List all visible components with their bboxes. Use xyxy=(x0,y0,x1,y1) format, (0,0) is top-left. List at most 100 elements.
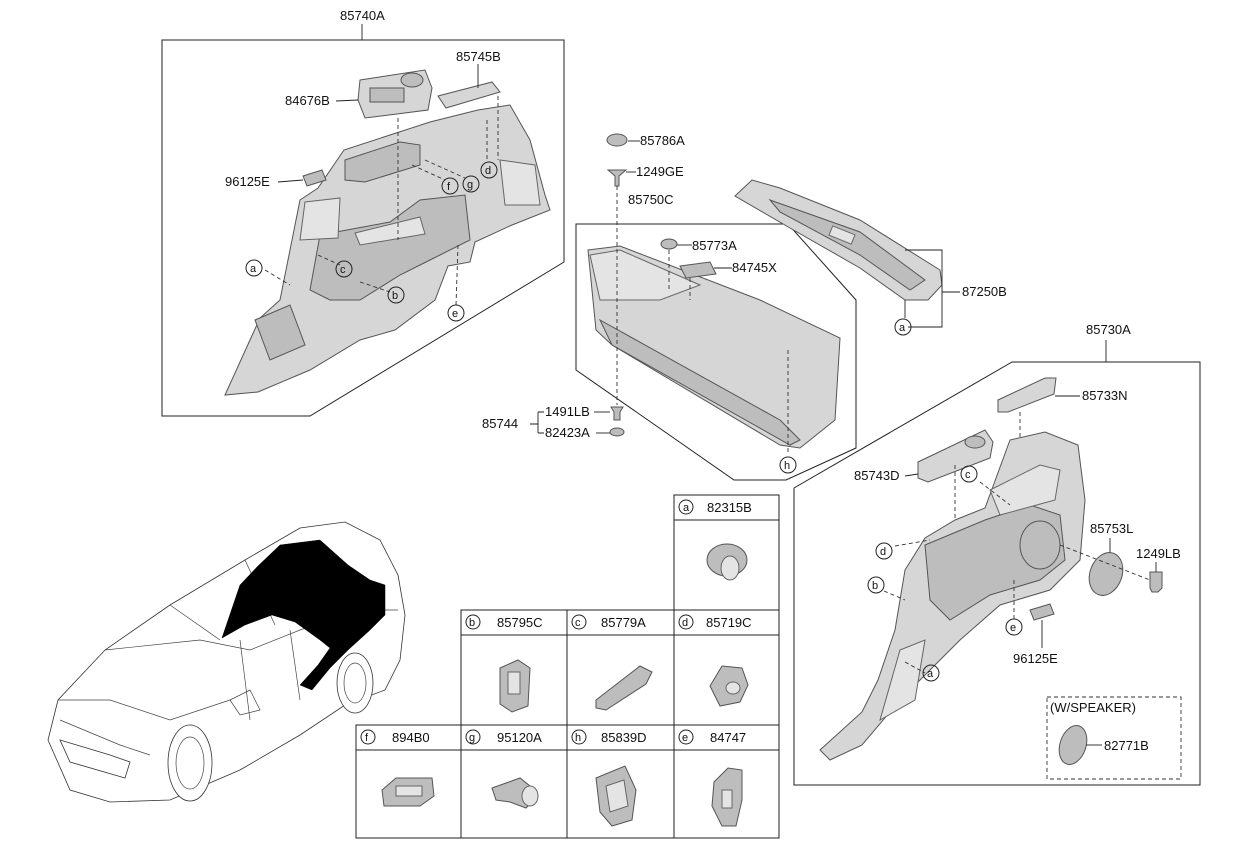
svg-text:a: a xyxy=(899,322,906,334)
table-callout-e: e xyxy=(678,729,694,745)
svg-text:e: e xyxy=(682,732,688,744)
table-callout-h: h xyxy=(571,729,587,745)
label-82423A: 82423A xyxy=(545,425,590,440)
label-84745X: 84745X xyxy=(732,260,777,275)
callout-c-left: c xyxy=(335,260,353,278)
table-callout-g: g xyxy=(465,729,481,745)
callout-f-left: f xyxy=(441,177,459,195)
label-85745B: 85745B xyxy=(456,49,501,64)
callout-e-right: e xyxy=(1005,618,1023,636)
clip-85839D-icon xyxy=(595,765,637,827)
callout-g-left: g xyxy=(462,175,480,193)
svg-text:c: c xyxy=(575,617,581,629)
clip-1249GE xyxy=(606,169,628,187)
socket-95120A-icon xyxy=(491,777,539,809)
group-87250B: 87250B a xyxy=(734,179,1007,336)
table-code-f: 894B0 xyxy=(392,730,430,745)
pad-85745B xyxy=(437,81,501,109)
usb-894B0-icon xyxy=(381,777,435,807)
group-85740A-frame xyxy=(161,39,565,417)
usb-96125E-top xyxy=(302,169,327,187)
label-w-speaker: (W/SPEAKER) xyxy=(1050,700,1136,715)
clip-85779A-icon xyxy=(595,665,653,711)
group-85740A-label: 85740A xyxy=(340,8,385,23)
bolt-1491LB xyxy=(610,406,624,421)
svg-text:c: c xyxy=(965,469,971,481)
svg-text:e: e xyxy=(452,308,458,320)
callout-c-right: c xyxy=(960,465,978,483)
suv-outline-icon xyxy=(47,521,406,803)
table-callout-d: d xyxy=(678,614,694,630)
label-1249LB: 1249LB xyxy=(1136,546,1181,561)
label-87250B: 87250B xyxy=(962,284,1007,299)
label-85744: 85744 xyxy=(482,416,518,431)
callout-b-right: b xyxy=(867,576,885,594)
group-85730A: 85730A 85733N 85743D 85753L 1249LB 96125… xyxy=(793,322,1201,786)
clip-82315B-icon xyxy=(706,543,748,581)
speaker-82771B xyxy=(1058,725,1088,765)
svg-text:d: d xyxy=(485,165,491,177)
svg-text:f: f xyxy=(365,732,369,744)
group-85740A: 85740A 84676B 85745B 96125E xyxy=(161,8,565,417)
cap-85773A xyxy=(660,238,678,250)
clip-85719C-icon xyxy=(709,665,749,707)
svg-text:h: h xyxy=(575,732,581,744)
svg-text:h: h xyxy=(784,460,790,472)
svg-text:e: e xyxy=(1010,622,1016,634)
callout-a-right: a xyxy=(922,664,940,682)
speaker-option-box xyxy=(1046,696,1182,780)
svg-text:a: a xyxy=(927,668,934,680)
callout-a-left: a xyxy=(245,259,263,277)
svg-text:a: a xyxy=(683,502,690,514)
svg-text:f: f xyxy=(447,181,451,193)
label-85733N: 85733N xyxy=(1082,388,1128,403)
table-code-b: 85795C xyxy=(497,615,543,630)
label-85750C: 85750C xyxy=(628,192,674,207)
callout-b-left: b xyxy=(387,286,405,304)
table-callout-c: c xyxy=(571,614,587,630)
label-85773A: 85773A xyxy=(692,238,737,253)
svg-text:g: g xyxy=(467,179,473,191)
cargo-trim-highlight xyxy=(221,539,386,691)
table-code-c: 85779A xyxy=(601,615,646,630)
group-85730A-label: 85730A xyxy=(1086,322,1131,337)
svg-text:b: b xyxy=(469,617,475,629)
pad-85733N xyxy=(997,377,1057,413)
usb-96125E-bottom xyxy=(1029,603,1055,621)
label-1249GE: 1249GE xyxy=(636,164,684,179)
group-85750C-frame xyxy=(575,223,857,481)
label-96125E-top: 96125E xyxy=(225,174,270,189)
table-callout-f: f xyxy=(360,729,376,745)
table-callout-b: b xyxy=(465,614,481,630)
clip-84747-icon xyxy=(711,767,743,827)
group-85730A-frame xyxy=(793,361,1201,786)
callout-d-right: d xyxy=(875,542,893,560)
svg-text:b: b xyxy=(392,290,398,302)
callout-a-scuff: a xyxy=(894,318,912,336)
label-84676B: 84676B xyxy=(285,93,330,108)
table-code-g: 95120A xyxy=(497,730,542,745)
svg-text:c: c xyxy=(340,264,346,276)
group-85750C: 85786A 1249GE 85750C 85773A 84745X h 149… xyxy=(482,133,857,481)
table-code-a: 82315B xyxy=(707,500,752,515)
label-85753L: 85753L xyxy=(1090,521,1133,536)
svg-text:d: d xyxy=(880,546,886,558)
cover-84745X xyxy=(679,261,717,279)
callout-h-center: h xyxy=(779,456,797,474)
label-82771B: 82771B xyxy=(1104,738,1149,753)
label-85743D: 85743D xyxy=(854,468,900,483)
table-callout-a: a xyxy=(678,499,694,515)
svg-text:g: g xyxy=(469,732,475,744)
svg-text:a: a xyxy=(250,263,257,275)
parts-table: a 82315B b 85795C c 85779A d 85719C xyxy=(355,494,780,839)
callout-d-left: d xyxy=(480,161,498,179)
cap-85786A xyxy=(606,133,628,147)
table-code-d: 85719C xyxy=(706,615,752,630)
speaker-grille-85753L xyxy=(1088,552,1124,596)
clip-85795C-icon xyxy=(499,659,531,713)
svg-text:b: b xyxy=(872,580,878,592)
washer-82423A xyxy=(609,427,625,437)
label-96125E-bottom: 96125E xyxy=(1013,651,1058,666)
table-code-h: 85839D xyxy=(601,730,647,745)
